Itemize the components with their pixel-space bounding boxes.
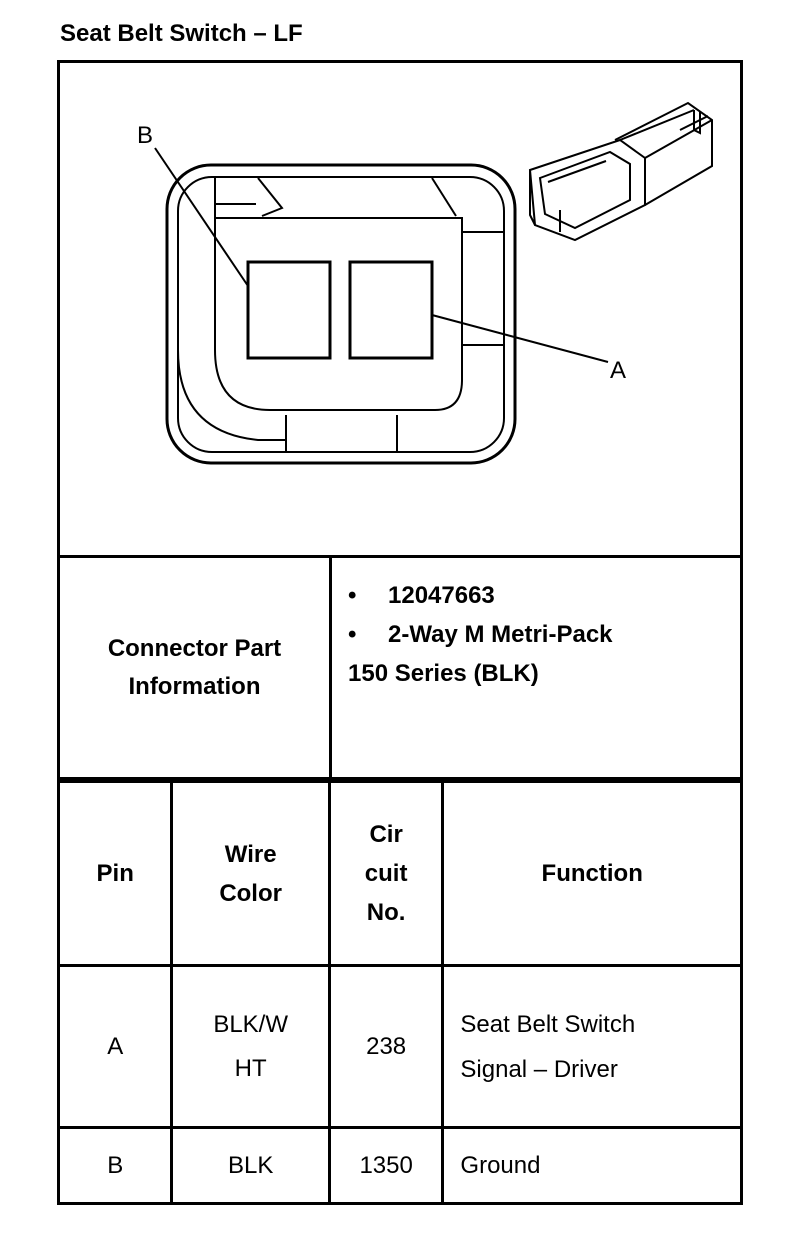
pin-b-callout: B: [137, 122, 153, 149]
terminal-cavity-b: [246, 260, 332, 360]
part-number-item: • 12047663: [348, 576, 613, 615]
part-number: 12047663: [388, 582, 495, 609]
pin-table: Pin Wire Color Cir cuit No. Function A B…: [56, 780, 743, 1205]
page-title: Seat Belt Switch – LF: [60, 20, 303, 47]
cell-pin: A: [56, 964, 174, 1129]
cell-pin: B: [56, 1126, 174, 1205]
header-pin: Pin: [56, 780, 174, 967]
description-line1: 2-Way M Metri-Pack: [388, 621, 613, 648]
description-line2: 150 Series (BLK): [348, 660, 539, 687]
bullet-icon: •: [348, 621, 357, 648]
connector-isometric-icon: [528, 101, 713, 242]
table-row: A BLK/W HT 238 Seat Belt Switch Signal –…: [56, 964, 743, 1129]
header-function: Function: [441, 780, 743, 967]
cell-circuit: 1350: [327, 1126, 445, 1205]
cell-wire-color: BLK: [170, 1126, 331, 1205]
connector-info-heading-line1: Connector Part: [107, 634, 282, 662]
connector-info-heading: Connector Part Information: [60, 558, 332, 777]
connector-face-diagram: B A: [137, 101, 713, 465]
bullet-icon: •: [348, 582, 357, 609]
cell-wire-color: BLK/W HT: [170, 964, 331, 1129]
cell-function: Seat Belt Switch Signal – Driver: [441, 964, 743, 1129]
header-wire-color: Wire Color: [170, 780, 331, 967]
table-row: B BLK 1350 Ground: [56, 1126, 743, 1205]
description-item: • 2-Way M Metri-Pack: [348, 615, 613, 654]
cell-circuit: 238: [327, 964, 445, 1129]
leader-line-b: [154, 147, 249, 287]
pin-a-callout: A: [610, 357, 626, 384]
connector-part-information: Connector Part Information • 12047663 • …: [57, 555, 743, 780]
leader-line-a: [431, 314, 609, 363]
connector-info-heading-line2: Information: [128, 672, 261, 700]
connector-info-details: • 12047663 • 2-Way M Metri-Pack 150 Seri…: [348, 576, 613, 693]
table-header-row: Pin Wire Color Cir cuit No. Function: [56, 780, 743, 967]
cell-function: Ground: [441, 1126, 743, 1205]
header-circuit-number: Cir cuit No.: [327, 780, 445, 967]
connector-outer-body: [165, 163, 517, 465]
connector-diagram-frame: [57, 60, 743, 555]
terminal-cavity-a: [348, 260, 434, 360]
